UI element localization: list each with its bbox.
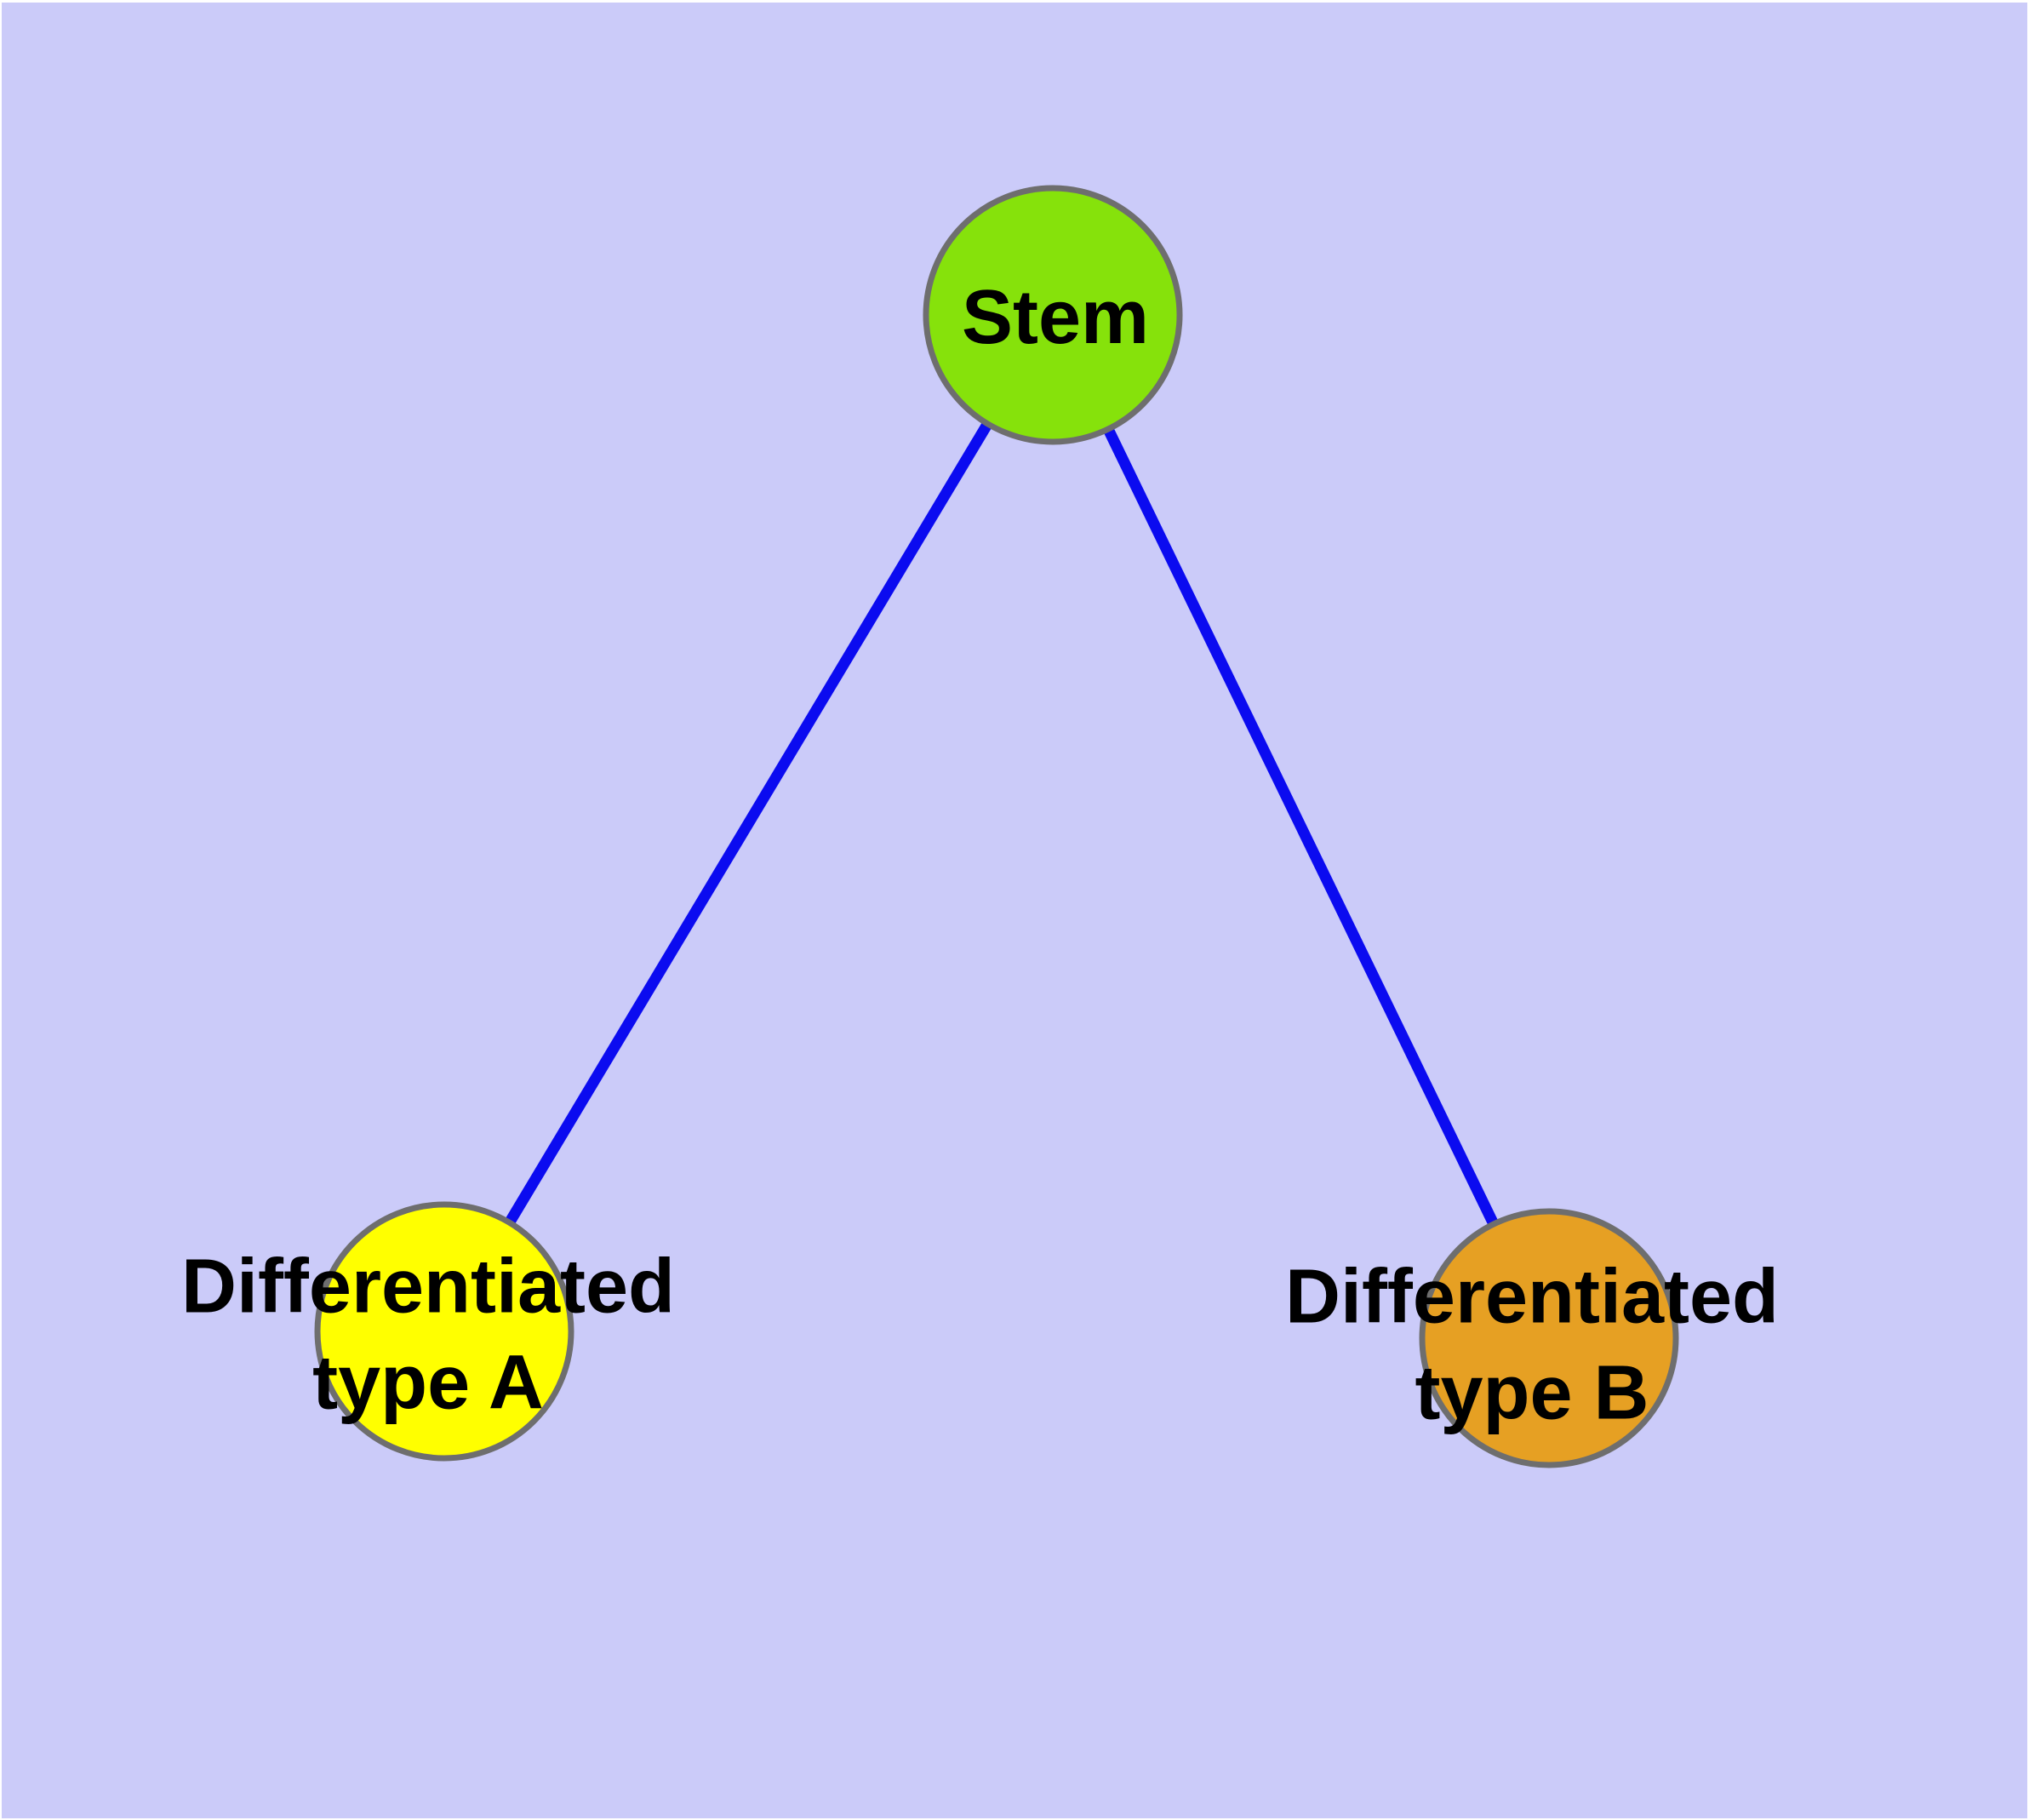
node-differentiated-type-a-circle [314,1201,574,1462]
edge-stem-to-differentiated-type-a [439,312,1058,1335]
node-differentiated-type-b-label: Differentiated type B [1285,1255,1779,1436]
node-differentiated-type-b-circle [1419,1208,1679,1468]
edge-stem-to-differentiated-type-b [1048,312,1554,1341]
node-stem-circle [923,185,1183,445]
node-differentiated-type-b-label-line-2: type B [1415,1351,1649,1436]
node-differentiated-type-a-label-line-1: Differentiated [181,1245,675,1330]
node-stem-label-line-1: Stem [962,275,1149,360]
node-stem-label: Stem [962,275,1149,360]
node-differentiated-type-a-label: Differentiated type A [181,1245,675,1426]
node-differentiated-type-a-label-line-2: type A [312,1341,544,1426]
node-differentiated-type-b-label-line-1: Differentiated [1285,1255,1779,1340]
